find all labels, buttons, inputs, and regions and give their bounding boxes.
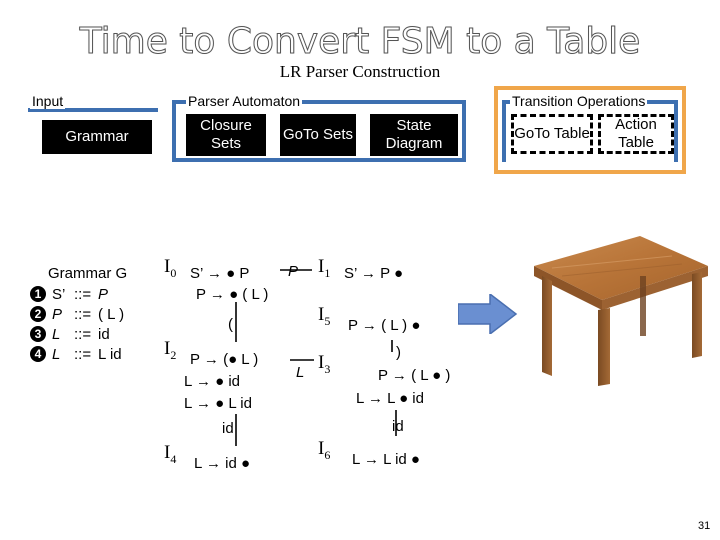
closure-sets-button[interactable]: Closure Sets — [186, 114, 266, 156]
state-i2-item-1: P → (● L ) — [190, 351, 259, 368]
production-rhs: id — [98, 325, 110, 343]
production-number: 2 — [30, 306, 46, 322]
state-i6-label: I6 — [318, 438, 331, 462]
transition-operations-frame — [494, 86, 686, 174]
edge-label-i2-i3: L — [296, 364, 305, 381]
input-section: Input Grammar — [28, 93, 158, 165]
production-op: ::= — [74, 325, 92, 343]
state-i5-item-1: P → ( L ) ● — [348, 317, 421, 334]
production-op: ::= — [74, 345, 92, 363]
state-i5-label: I5 — [318, 304, 331, 328]
production-lhs: P — [52, 305, 63, 323]
edge-label-i0-i2: ( — [228, 316, 233, 333]
transition-operations-label: Transition Operations — [510, 93, 648, 109]
goto-sets-button[interactable]: GoTo Sets — [280, 114, 356, 156]
state-i3-item-2: L → L ● id — [356, 390, 424, 407]
state-i4-label: I4 — [164, 442, 177, 466]
parser-automaton-frame — [172, 100, 466, 162]
slide-subtitle: LR Parser Construction — [279, 62, 441, 81]
edge-label-i3-i5: ) — [396, 344, 401, 361]
production-number: 3 — [30, 326, 46, 342]
input-underline — [28, 108, 158, 112]
page-number: 31 — [698, 520, 711, 532]
production-2: 2 P ::= ( L ) — [30, 304, 150, 324]
goto-table-button[interactable]: GoTo Table — [511, 114, 593, 154]
production-op: ::= — [74, 285, 92, 303]
state-i6-item-1: L → L id ● — [352, 451, 420, 468]
production-lhs: L — [52, 325, 61, 343]
edge-label-i3-i6: id — [392, 418, 404, 435]
state-i3-item-1: P → ( L ● ) — [378, 367, 451, 384]
input-label: Input — [30, 93, 66, 109]
parser-automaton-label: Parser Automaton — [186, 93, 303, 109]
state-i0-item-1: S’ → ● P — [190, 265, 250, 282]
production-lhs: L — [52, 345, 61, 363]
edge-label-i0-i1: P — [288, 263, 299, 280]
state-i4-item-1: L → id ● — [194, 455, 251, 472]
state-i2-label: I2 — [164, 338, 177, 362]
grammar-title: Grammar G — [48, 265, 128, 282]
right-arrow-icon — [458, 294, 518, 334]
state-i1-item-1: S’ → P ● — [344, 265, 404, 282]
state-i3-label: I3 — [318, 352, 331, 376]
grammar-button[interactable]: Grammar — [42, 120, 152, 154]
production-rhs: L id — [98, 345, 122, 363]
state-i0-item-2: P → ● ( L ) — [196, 286, 269, 303]
wooden-table-image — [534, 236, 708, 386]
grammar-panel: Grammar G 1 S’ ::= P 2 P ::= ( L ) 3 L :… — [30, 264, 150, 364]
production-lhs: S’ — [52, 285, 66, 303]
production-3: 3 L ::= id — [30, 324, 150, 344]
state-diagram-button[interactable]: State Diagram — [370, 114, 458, 156]
slide-title: Time to Convert FSM to a Table — [79, 21, 641, 63]
production-4: 4 L ::= L id — [30, 344, 150, 364]
production-rhs: ( L ) — [98, 305, 125, 323]
state-i1-label: I1 — [318, 256, 331, 280]
state-i2-item-3: L → ● L id — [184, 395, 252, 412]
production-op: ::= — [74, 305, 92, 323]
production-number: 4 — [30, 346, 46, 362]
state-i0-label: I0 — [164, 256, 177, 280]
action-table-button[interactable]: Action Table — [598, 114, 674, 154]
production-rhs: P — [98, 285, 109, 303]
edge-label-i2-i4: id — [222, 420, 234, 437]
state-i2-item-2: L → ● id — [184, 373, 241, 390]
production-1: 1 S’ ::= P — [30, 284, 150, 304]
production-number: 1 — [30, 286, 46, 302]
